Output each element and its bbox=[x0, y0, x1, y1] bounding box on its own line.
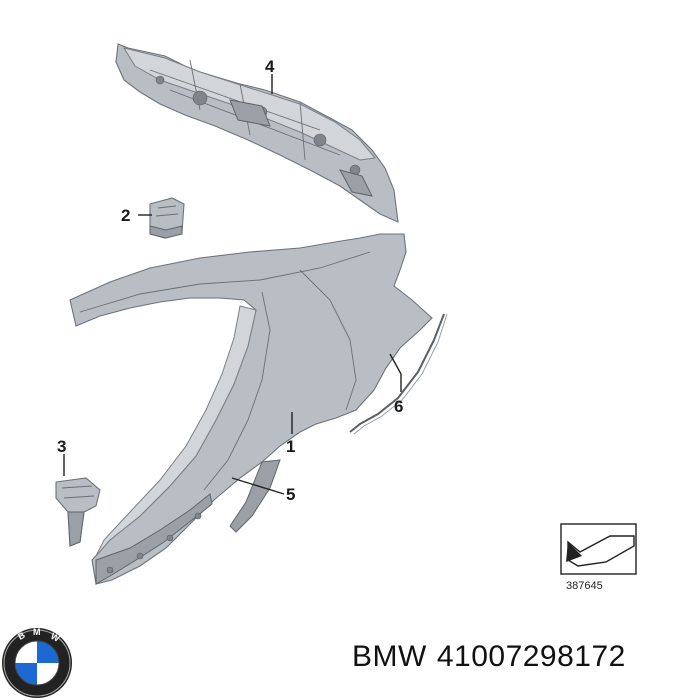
part-5-trim bbox=[229, 459, 281, 533]
part-6-seal bbox=[349, 313, 448, 435]
reference-number: 387645 bbox=[566, 580, 603, 592]
callout-4: 4 bbox=[265, 57, 275, 76]
part-caption: BMW 41007298172 bbox=[352, 640, 636, 674]
part-3-bracket bbox=[55, 477, 101, 547]
part-number: 41007298172 bbox=[436, 640, 626, 673]
svg-text:B: B bbox=[16, 630, 27, 642]
bmw-logo-icon: B M W bbox=[2, 627, 72, 698]
brand-name: BMW bbox=[352, 640, 427, 673]
part-2-bracket bbox=[149, 197, 185, 239]
callout-6: 6 bbox=[394, 397, 403, 416]
panel-reference-icon: 387645 bbox=[560, 523, 637, 592]
part-1-side-panel bbox=[69, 233, 433, 585]
callout-leaders bbox=[63, 74, 402, 495]
part-4-rear-panel bbox=[115, 43, 399, 223]
callout-3: 3 bbox=[57, 437, 66, 456]
callout-2: 2 bbox=[121, 206, 130, 225]
callout-labels: 4 2 3 1 5 6 bbox=[57, 57, 403, 504]
svg-text:M: M bbox=[33, 627, 41, 637]
callout-1: 1 bbox=[286, 437, 295, 456]
callout-5: 5 bbox=[286, 485, 295, 504]
